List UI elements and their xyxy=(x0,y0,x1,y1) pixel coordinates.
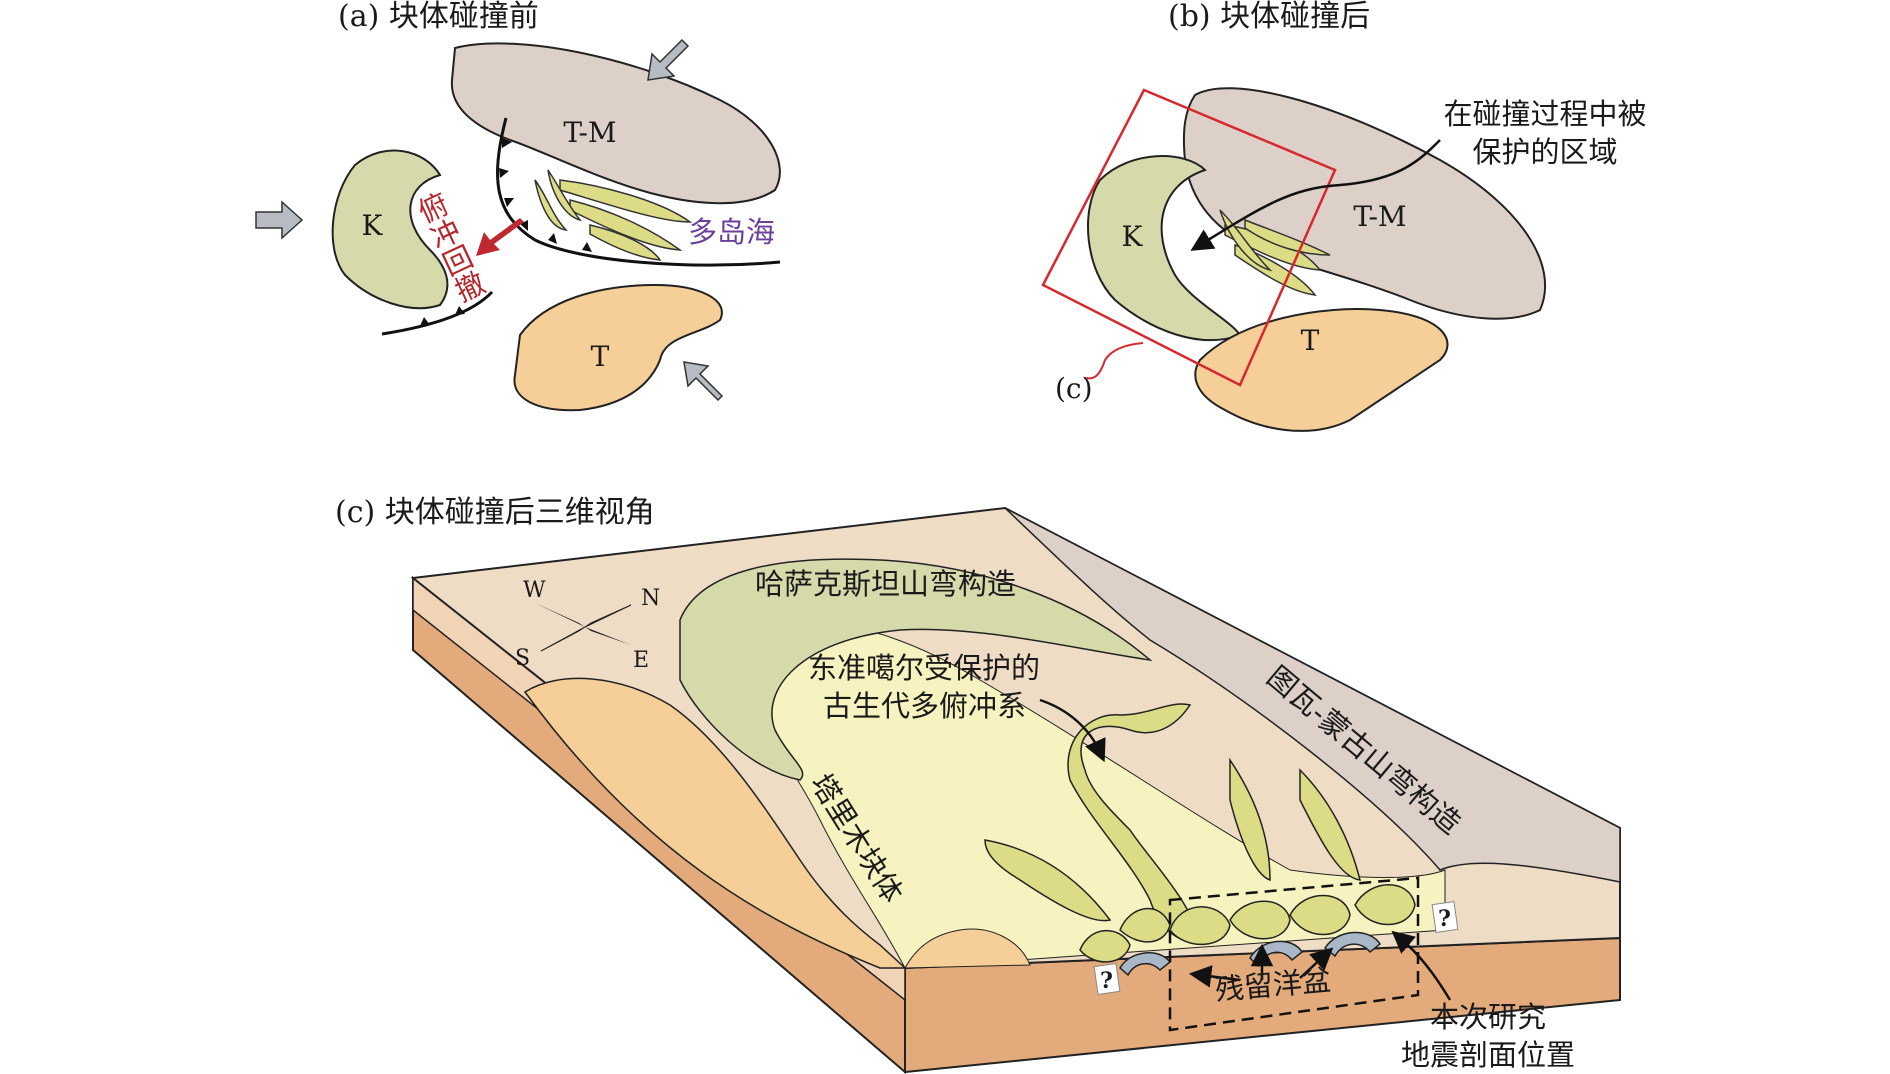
study-label-1: 本次研究 xyxy=(1430,1000,1546,1034)
tuva-mongolia-block xyxy=(1004,507,1621,883)
k-block-b xyxy=(1087,155,1242,342)
compass-w: W xyxy=(523,578,546,603)
basin-arrow-right xyxy=(1299,947,1334,979)
junggar-label-2: 古生代多俯冲系 xyxy=(823,689,1026,723)
thrust-line-inner-a xyxy=(496,117,781,267)
rollback-arrow-a xyxy=(476,218,524,256)
unknown-markers: ? ? xyxy=(1093,901,1459,995)
panel-c: (c) 块体碰撞后三维视角 xyxy=(335,495,1621,1074)
compass-n: N xyxy=(641,586,660,611)
tm-label-b: T-M xyxy=(1353,200,1406,233)
k-block-a xyxy=(331,149,449,310)
k-label-b: K xyxy=(1122,220,1144,253)
compression-arrow-k-a xyxy=(255,200,304,240)
study-label-2: 地震剖面位置 xyxy=(1401,1038,1575,1072)
c-pointer-line xyxy=(1084,342,1144,380)
junggar-pointer xyxy=(1039,698,1106,763)
panel-a-title: (a) 块体碰撞前 xyxy=(338,0,539,34)
protected-pointer xyxy=(1190,139,1441,251)
tm-block-a xyxy=(450,42,781,205)
accretionary-system xyxy=(984,703,1416,963)
compass-s: S xyxy=(515,646,530,671)
compression-arrow-t-a xyxy=(683,361,724,402)
compass-e: E xyxy=(633,648,649,673)
t-label-a: T xyxy=(591,340,610,373)
panel-b-title: (b) 块体碰撞后 xyxy=(1168,0,1370,34)
question-1: ? xyxy=(1100,968,1113,994)
protected-label-1: 在碰撞过程中被 xyxy=(1443,97,1646,131)
tarim-block xyxy=(523,677,907,969)
section-box-b xyxy=(1041,88,1337,387)
c-reference-label: (c) xyxy=(1055,372,1093,405)
archipelago-label: 多岛海 xyxy=(688,215,775,249)
kazakhstan-orocline xyxy=(679,558,1153,781)
study-area-box xyxy=(1168,876,1420,1032)
panel-b: (b) 块体碰撞后 T-M K T (c) 在碰撞过程中被 保护的区域 xyxy=(1041,0,1647,432)
t-label-b: T xyxy=(1301,324,1320,357)
t-block-b xyxy=(1194,308,1449,432)
t-block-a xyxy=(513,283,723,412)
compression-arrow-tm-a xyxy=(647,38,690,81)
k-label-a: K xyxy=(362,209,384,242)
archipelago-islands-a xyxy=(534,169,693,261)
question-2: ? xyxy=(1438,906,1451,932)
compass-rose: W N S E xyxy=(515,578,660,673)
tm-label-a: T-M xyxy=(563,116,616,149)
basin-arrow-left xyxy=(1188,965,1241,988)
panel-c-title: (c) 块体碰撞后三维视角 xyxy=(335,495,655,530)
thrust-teeth-a xyxy=(420,138,592,326)
tarim-front xyxy=(904,928,1031,969)
protected-label-2: 保护的区域 xyxy=(1472,135,1617,169)
study-pointer xyxy=(1391,930,1452,1001)
thrust-line-outer-a xyxy=(381,290,494,336)
kazakhstan-label: 哈萨克斯坦山弯构造 xyxy=(755,567,1016,601)
panel-a: (a) 块体碰撞前 T-M K T xyxy=(255,0,781,412)
junggar-label-1: 东准噶尔受保护的 xyxy=(808,651,1040,685)
